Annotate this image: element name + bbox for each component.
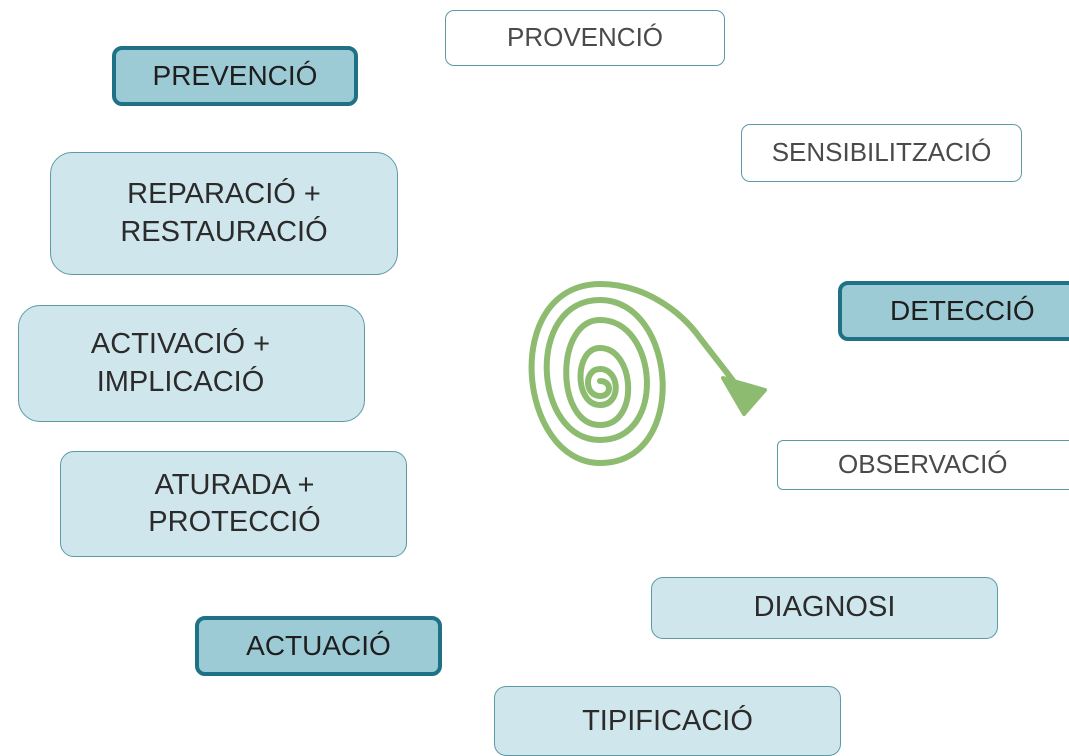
arrowhead (721, 376, 767, 416)
activacio-implicacio-box: ACTIVACIÓ + IMPLICACIÓ (18, 305, 365, 422)
provencio-label: PROVENCIÓ (506, 22, 664, 53)
actuacio-phase-box: ACTUACIÓ (195, 616, 442, 676)
provencio-box: PROVENCIÓ (445, 10, 725, 66)
observacio-box: OBSERVACIÓ (777, 440, 1069, 490)
aturada-proteccio-box: ATURADA + PROTECCIÓ (60, 451, 407, 557)
deteccio-label: DETECCIÓ (890, 295, 1035, 327)
aturada-label-line2: PROTECCIÓ (148, 506, 321, 538)
sensibilitzacio-label: SENSIBILITZACIÓ (771, 137, 992, 168)
aturada-label-line1: ATURADA + (154, 468, 315, 501)
observacio-label: OBSERVACIÓ (838, 449, 1008, 480)
prevencio-phase-box: PREVENCIÓ (112, 46, 358, 106)
prevencio-label: PREVENCIÓ (152, 60, 318, 92)
reparacio-restauracio-box: REPARACIÓ + RESTAURACIÓ (50, 152, 398, 275)
tipificacio-label: TIPIFICACIÓ (582, 705, 753, 737)
activacio-label-line1: ACTIVACIÓ + (90, 328, 271, 361)
reparacio-label-line2: RESTAURACIÓ (120, 215, 328, 248)
deteccio-phase-box: DETECCIÓ (838, 281, 1069, 341)
actuacio-label: ACTUACIÓ (246, 630, 391, 662)
diagnosi-label: DIAGNOSI (753, 591, 896, 624)
diagnosi-box: DIAGNOSI (651, 577, 998, 639)
spiral-path (528, 281, 749, 466)
activacio-label-line2: IMPLICACIÓ (96, 365, 265, 398)
sensibilitzacio-box: SENSIBILITZACIÓ (741, 124, 1022, 182)
reparacio-label-line1: REPARACIÓ + (127, 178, 321, 211)
tipificacio-box: TIPIFICACIÓ (494, 686, 841, 756)
